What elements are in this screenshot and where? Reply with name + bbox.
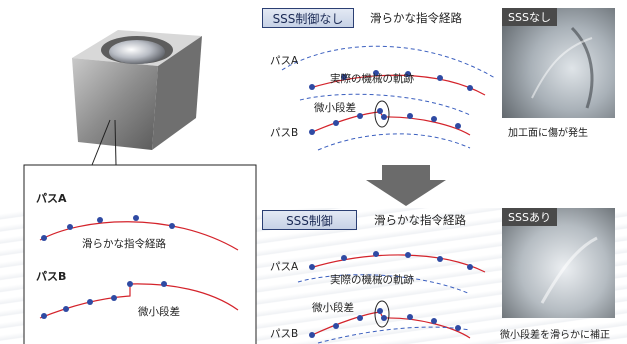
detail-path-a-curve <box>39 221 239 251</box>
bottom-actual-label: 実際の機械の軌跡 <box>330 274 414 286</box>
top-photo-tag: SSSなし <box>502 8 557 26</box>
top-mode-tag: SSS制御なし <box>262 8 354 28</box>
detail-path-a-caption: 滑らかな指令経路 <box>82 238 166 250</box>
callout-line-right <box>114 119 117 166</box>
top-path-a-label: パスA <box>270 55 299 67</box>
top-step-label: 微小段差 <box>314 102 356 114</box>
bottom-trajectory-diagram <box>297 251 486 344</box>
down-arrow <box>366 165 446 206</box>
bottom-photo-tag: SSSあり <box>502 208 557 226</box>
detail-path-b-dots <box>41 281 167 319</box>
bottom-path-a-label: パスA <box>270 261 299 273</box>
bottom-photo-caption: 微小段差を滑らかに補正 <box>500 330 610 341</box>
bottom-mode-tag: SSS制御 <box>262 210 357 230</box>
top-photo-caption: 加工面に傷が発生 <box>508 128 588 139</box>
bottom-photo: SSSあり <box>502 208 615 318</box>
detail-path-a-title: パスA <box>36 192 67 205</box>
workpiece-illustration <box>72 30 202 150</box>
top-path-b-label: パスB <box>270 127 299 139</box>
detail-path-b-caption: 微小段差 <box>138 306 180 318</box>
bottom-heading: 滑らかな指令経路 <box>374 213 466 227</box>
top-heading: 滑らかな指令経路 <box>370 11 462 25</box>
bottom-step-label: 微小段差 <box>312 302 354 314</box>
detail-path-b-title: パスB <box>36 270 67 283</box>
top-photo: SSSなし <box>502 8 615 118</box>
detail-box <box>23 164 257 344</box>
bottom-path-b-label: パスB <box>270 328 299 340</box>
top-actual-label: 実際の機械の軌跡 <box>330 73 414 85</box>
callout-line-left <box>91 119 111 166</box>
detail-path-a-dots <box>41 215 175 241</box>
top-trajectory-diagram <box>281 45 496 151</box>
